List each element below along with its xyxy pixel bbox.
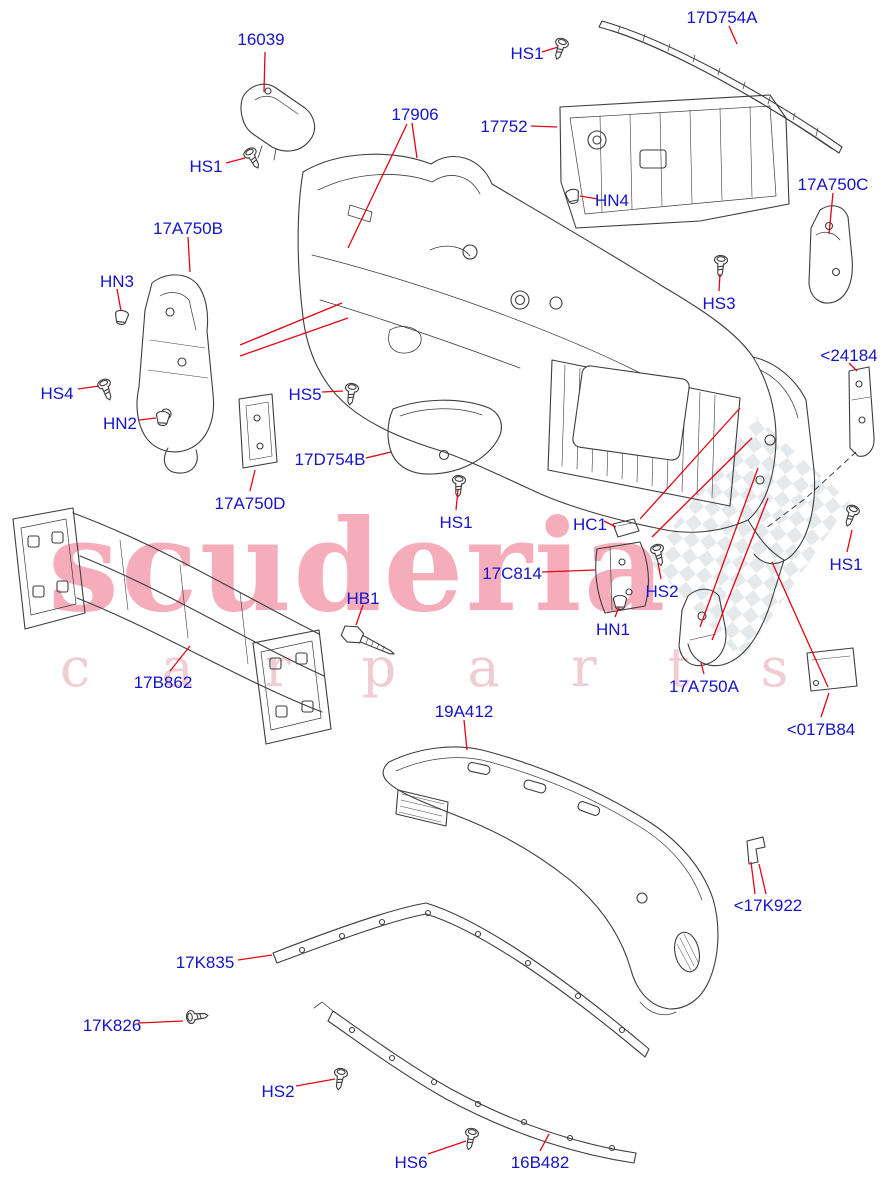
- part-label-hs2[interactable]: HS2: [261, 1082, 295, 1101]
- part-label-hn2[interactable]: HN2: [102, 414, 138, 433]
- leader-lines: [77, 25, 858, 1155]
- part-17906-bumper-cover: [297, 153, 816, 667]
- part-17752-bracket: [559, 94, 790, 229]
- part-label-17a750a[interactable]: 17A750A: [669, 677, 739, 696]
- part-label-hn3[interactable]: HN3: [99, 272, 135, 291]
- part-hc1-clip: [612, 518, 640, 538]
- part-label-17c814[interactable]: 17C814: [482, 564, 542, 583]
- part-label-17a750c[interactable]: 17A750C: [797, 175, 869, 194]
- part-17a750b-bracket: [136, 274, 215, 474]
- part-label-17906[interactable]: 17906: [391, 105, 439, 124]
- part-label-17d754a[interactable]: 17D754A: [686, 8, 758, 27]
- part-label-hs5[interactable]: HS5: [288, 385, 322, 404]
- part-24184-strip: [848, 366, 875, 457]
- part-label-017b84[interactable]: <017B84: [786, 720, 856, 739]
- part-label-hs1[interactable]: HS1: [439, 513, 473, 532]
- part-label-17k922[interactable]: <17K922: [733, 896, 803, 915]
- part-label-hs1[interactable]: HS1: [189, 157, 223, 176]
- part-label-17b862[interactable]: 17B862: [133, 673, 193, 692]
- part-label-hb1[interactable]: HB1: [346, 589, 380, 608]
- part-16039-bracket: [240, 83, 316, 161]
- part-label-hs2[interactable]: HS2: [645, 582, 679, 601]
- part-label-17d754b[interactable]: 17D754B: [294, 450, 366, 469]
- part-label-hs4[interactable]: HS4: [40, 384, 74, 403]
- part-label-17k826[interactable]: 17K826: [82, 1016, 142, 1035]
- part-label-16039[interactable]: 16039: [237, 30, 285, 49]
- part-label-hs1[interactable]: HS1: [510, 44, 544, 63]
- part-label-24184[interactable]: <24184: [820, 346, 878, 365]
- part-17a750a-bracket: [678, 588, 727, 667]
- part-017b84-plate: [806, 647, 858, 692]
- part-label-hn4[interactable]: HN4: [594, 191, 630, 210]
- part-label-hs1[interactable]: HS1: [829, 555, 863, 574]
- checkered-flag-watermark: [648, 416, 850, 660]
- watermark-brand: scuderia: [48, 492, 668, 640]
- part-label-hn1[interactable]: HN1: [595, 620, 631, 639]
- part-label-hs3[interactable]: HS3: [702, 294, 736, 313]
- part-16b482-strip: [313, 1001, 637, 1164]
- part-17d754a-strip: [598, 20, 843, 154]
- dashed-reference-line: [765, 451, 857, 529]
- part-17c814-bracket: [595, 541, 649, 614]
- part-17k835-strip: [272, 902, 650, 1058]
- part-17d754b-panel: [387, 399, 502, 475]
- part-label-16b482[interactable]: 16B482: [510, 1153, 570, 1172]
- part-17a750d-bracket: [238, 393, 278, 469]
- part-label-17k835[interactable]: 17K835: [175, 953, 235, 972]
- part-label-17a750b[interactable]: 17A750B: [153, 219, 223, 238]
- hb1-bolt-icon: [340, 625, 395, 655]
- part-19a412-skid-plate: [382, 746, 719, 1016]
- part-17k922-clip: [746, 836, 766, 865]
- part-label-17752[interactable]: 17752: [480, 117, 528, 136]
- part-17b862-beam: [12, 507, 332, 745]
- part-label-hc1[interactable]: HC1: [572, 515, 608, 534]
- part-label-17a750d[interactable]: 17A750D: [214, 494, 286, 513]
- part-label-19a412[interactable]: 19A412: [434, 702, 494, 721]
- part-label-hs6[interactable]: HS6: [394, 1153, 428, 1172]
